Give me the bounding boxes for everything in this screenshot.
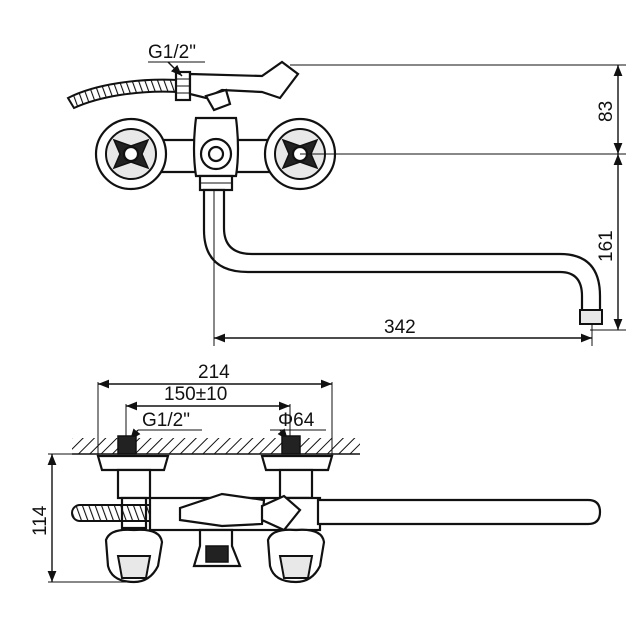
dim-150-label: 150±10 <box>164 384 227 405</box>
dim-83-label: 83 <box>596 101 617 122</box>
dim-114-label: 114 <box>30 505 51 536</box>
dim-342-label: 342 <box>384 317 416 338</box>
dim-161-label: 161 <box>596 230 617 262</box>
right-handle-side <box>266 528 326 584</box>
shower-hose-side <box>71 504 163 522</box>
left-handle <box>94 117 168 191</box>
center-outlet-side <box>192 528 242 568</box>
shower-hose <box>66 78 179 110</box>
front-view: 83 161 342 G1/2" <box>66 42 626 346</box>
left-handle-side <box>104 528 164 584</box>
diverter-lever <box>188 60 300 100</box>
spout-side <box>316 498 602 526</box>
wall-section <box>72 438 360 454</box>
top-view: 214 150±10 G1/2" Φ64 <box>30 362 602 584</box>
dim-214-label: 214 <box>198 362 230 383</box>
thread-bottom-label: G1/2" <box>142 410 190 431</box>
thread-top-label: G1/2" <box>148 42 196 63</box>
flange-diameter-label: Φ64 <box>278 410 315 431</box>
spout <box>202 188 602 322</box>
left-flange <box>96 454 170 530</box>
